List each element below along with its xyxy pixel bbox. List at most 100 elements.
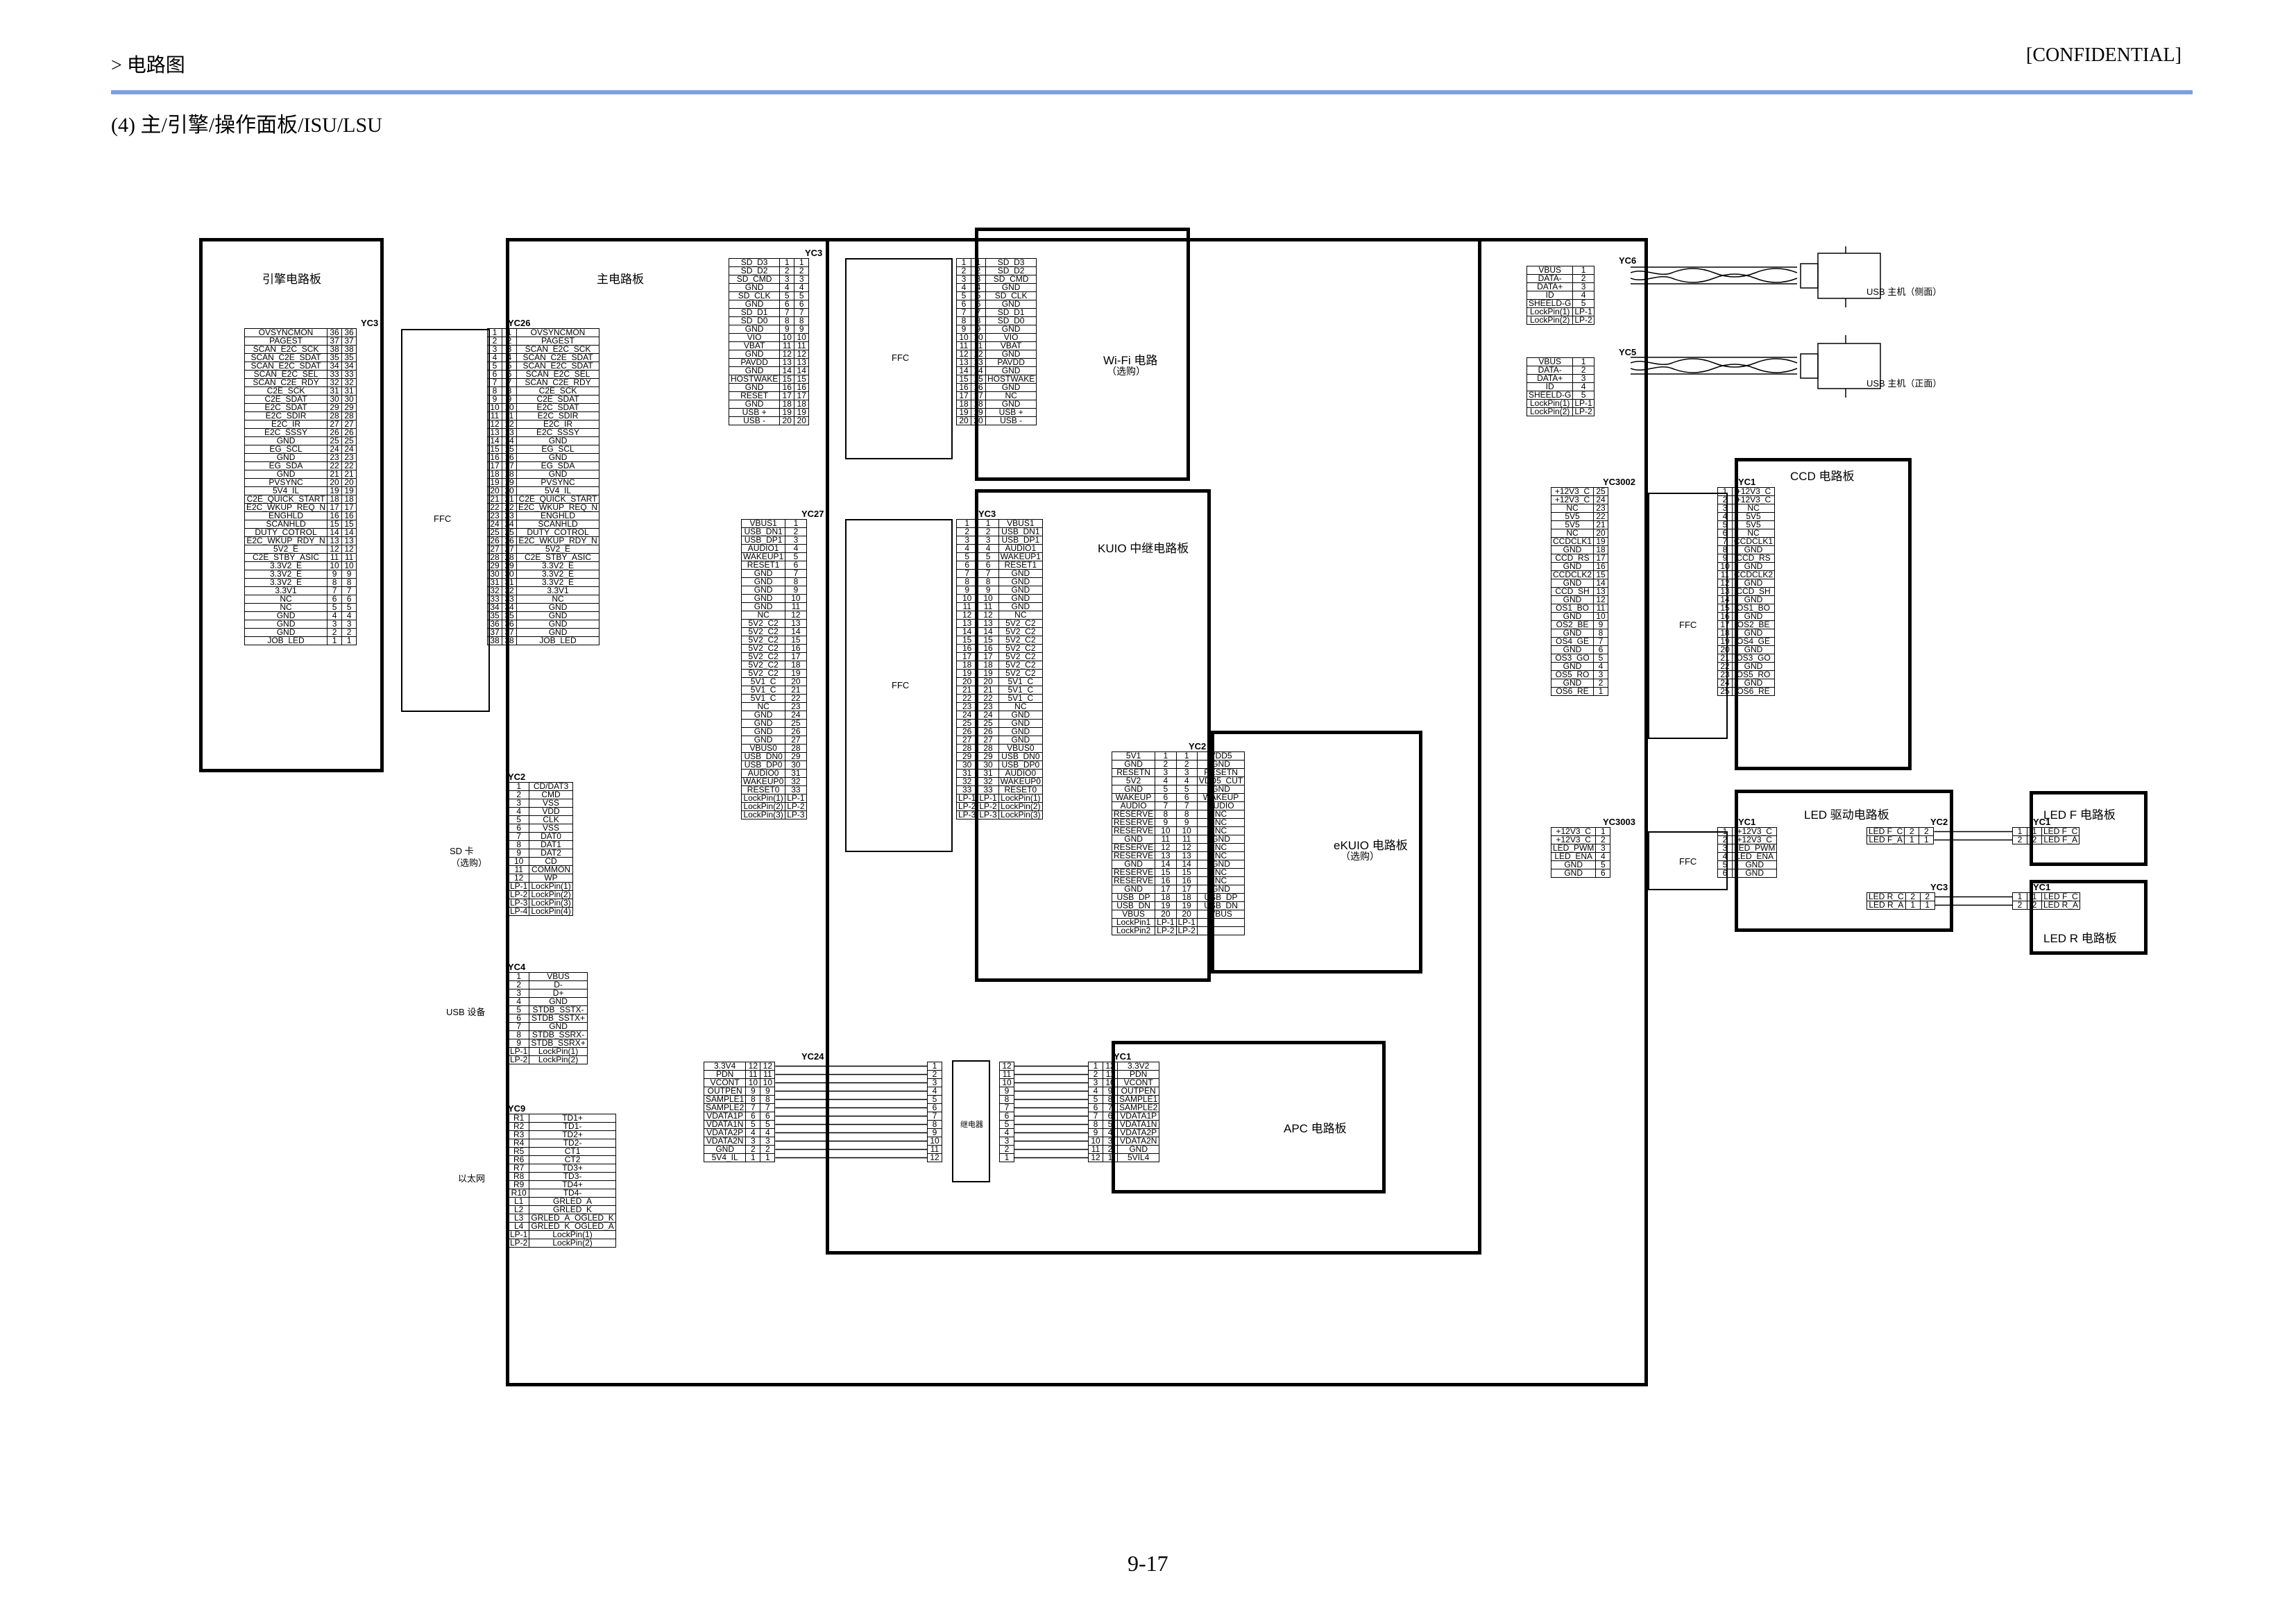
engine-yc3-name: YC3 [361,318,379,328]
pin-cell: +12V3_C [1550,487,1595,496]
pin-cell: 15 [487,445,502,454]
pin-cell: 17 [1155,885,1177,894]
pin-cell: OS6_RE [1731,687,1776,696]
pin-cell: STDB_SSTX+ [529,1014,588,1023]
pin-cell: 15 [1175,868,1198,877]
pin-cell: LP-2 [507,1055,530,1064]
pin-cell: GND [1550,595,1595,604]
pin-cell: 18 [779,400,795,409]
pin-cell: RESET [728,391,781,400]
pin-cell: 24 [487,520,502,529]
pin-cell: USB - [985,416,1037,425]
pin-cell: LP-2 [1572,407,1595,416]
led-r-board-label: LED R 电路板 [2043,932,2117,945]
pin-cell: 14 [1717,595,1733,604]
section-title: (4) 主/引擎/操作面板/ISU/LSU [111,114,382,137]
pin-row: LockPin(1)LP-1 [740,794,807,803]
pin-cell: GND [516,628,600,637]
pin-cell: LockPin(2) [529,1055,588,1064]
pin-cell: 5V1_C [998,694,1043,703]
pin-cell: 20 [341,478,357,487]
engine-board-label: 引擎电路板 [262,273,321,286]
ledr-yc1-name: YC1 [2033,882,2051,892]
pin-cell: DATA+ [1526,282,1574,291]
pin-cell: SCAN_E2C_SCK [516,345,600,354]
pin-cell: LockPin(2) [1526,316,1574,325]
pin-cell: 11 [956,341,971,350]
pin-cell: LockPin2 [1111,926,1156,935]
pin-cell: C2E_SDAT [516,395,600,404]
confidential-label: [CONFIDENTIAL] [2026,44,2182,66]
yc6-name: YC6 [1619,255,1637,266]
led-ffc-label: FFC [1679,856,1697,867]
apc-board-label: APC 电路板 [1284,1122,1347,1135]
yc5-name: YC5 [1619,347,1637,357]
pin-row: 1 [999,1153,1014,1162]
pin-cell: SCAN_C2E_SDAT [516,353,600,362]
led-f-board-label: LED F 电路板 [2043,808,2116,822]
pin-cell: L1 [507,1197,530,1206]
pin-cell: STDB_SSRX- [529,1030,588,1039]
pin-cell: 5V2_E [516,545,600,554]
page-number: 9-17 [1128,1551,1168,1576]
kuio-ffc [845,519,953,852]
pin-cell: +12V3_C [1731,835,1778,844]
pin-cell: 10 [977,594,999,603]
pin-cell: E2C_SDIR [244,411,328,420]
led-drive-board-label: LED 驱动电路板 [1804,808,1889,822]
pin-cell: 5V1_C [740,694,786,703]
pin-cell: GND [1196,835,1245,844]
pin-row: 12 [927,1153,942,1162]
pin-cell: 21 [341,470,357,479]
pin-cell: LP-1 [507,1230,530,1239]
pin-cell: 19 [977,669,999,678]
pin-cell: 33 [955,785,978,794]
pin-cell: USB_DN [1196,901,1245,910]
pin-cell: VDD5 [1196,751,1245,760]
pin-cell: 30 [341,395,357,404]
pin-cell: 6 [999,1112,1014,1121]
pin-cell: 12 [956,350,971,359]
pin-cell: 23 [327,453,343,462]
pin-cell: C2E_STBY_ASIC [516,553,600,562]
pin-cell: 13 [1155,851,1177,860]
pin-cell: VBUS [1196,910,1245,919]
sd-yc2-name: YC2 [508,772,526,782]
pin-cell: GND [1731,869,1778,878]
pin-cell: LockPin1 [1111,918,1156,927]
pin-cell: VDATA2N [703,1137,747,1146]
pin-cell: 5V2_C2 [998,644,1043,653]
pin-cell: 19 [794,408,810,417]
pin-cell: R3 [507,1130,530,1139]
